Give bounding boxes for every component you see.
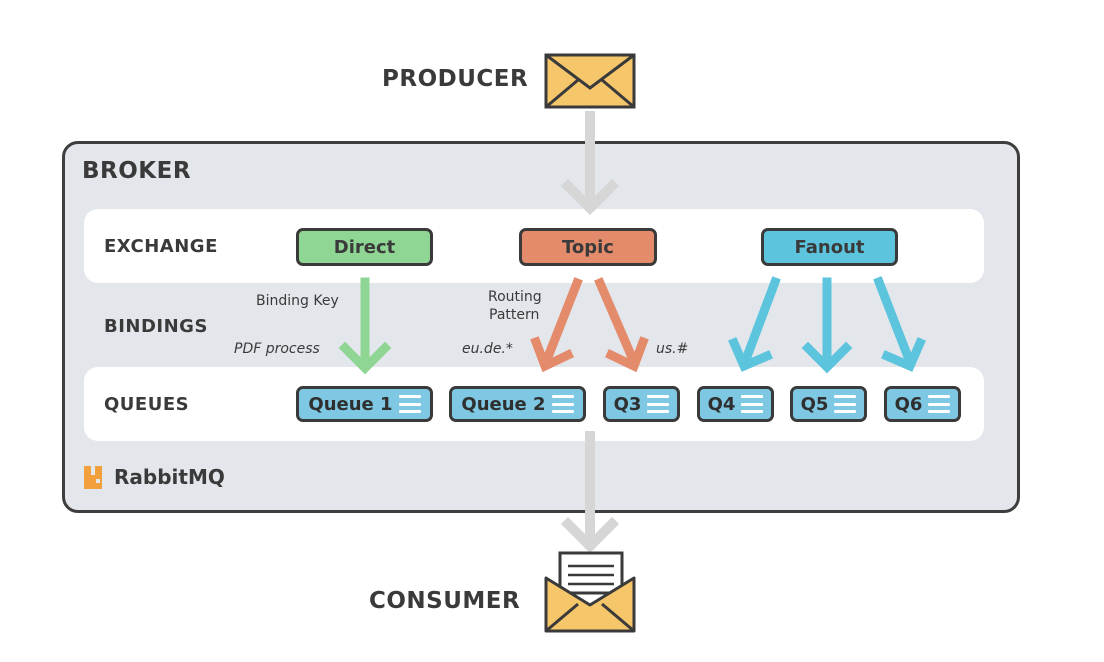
us-pattern-label: us.# xyxy=(656,341,689,357)
queue-lines-icon xyxy=(741,395,764,413)
broker-panel xyxy=(62,141,1020,513)
routing-pattern-label-2: Pattern xyxy=(489,307,540,323)
queue-3-label: Q3 xyxy=(613,393,642,415)
exchange-topic[interactable]: Topic xyxy=(519,228,657,266)
producer-envelope-icon xyxy=(544,53,636,109)
queue-4-label: Q4 xyxy=(707,393,736,415)
queue-2-label: Queue 2 xyxy=(461,393,546,415)
brand-name: RabbitMQ xyxy=(114,465,225,489)
broker-title: BROKER xyxy=(82,158,192,184)
queue-3[interactable]: Q3 xyxy=(603,386,680,422)
pdf-process-label: PDF process xyxy=(234,341,320,357)
routing-pattern-label-1: Routing xyxy=(488,289,542,305)
rabbitmq-logo-icon xyxy=(84,466,102,489)
queue-5[interactable]: Q5 xyxy=(790,386,867,422)
exchange-direct[interactable]: Direct xyxy=(296,228,433,266)
consumer-arrow xyxy=(560,431,620,554)
queue-lines-icon xyxy=(398,395,421,413)
queue-2[interactable]: Queue 2 xyxy=(449,386,586,422)
queue-1[interactable]: Queue 1 xyxy=(296,386,433,422)
queue-lines-icon xyxy=(551,395,574,413)
eu-de-pattern-label: eu.de.* xyxy=(462,341,513,357)
queue-1-label: Queue 1 xyxy=(308,393,393,415)
queue-6[interactable]: Q6 xyxy=(884,386,961,422)
producer-label: PRODUCER xyxy=(382,66,529,92)
exchange-fanout[interactable]: Fanout xyxy=(761,228,898,266)
producer-arrow xyxy=(560,111,620,216)
exchange-row-label: EXCHANGE xyxy=(104,236,218,257)
bindings-row-label: BINDINGS xyxy=(104,316,208,337)
queue-lines-icon xyxy=(647,395,670,413)
consumer-envelope-icon xyxy=(544,551,636,633)
topic-binding-arrows xyxy=(530,277,649,373)
queue-6-label: Q6 xyxy=(894,393,923,415)
direct-binding-arrow xyxy=(338,277,392,375)
queue-lines-icon xyxy=(928,395,951,413)
queue-4[interactable]: Q4 xyxy=(697,386,774,422)
queues-row-label: QUEUES xyxy=(104,394,190,415)
queue-5-label: Q5 xyxy=(800,393,829,415)
queue-lines-icon xyxy=(834,395,857,413)
fanout-binding-arrows xyxy=(728,276,926,374)
binding-key-label: Binding Key xyxy=(256,293,339,309)
consumer-label: CONSUMER xyxy=(369,588,521,614)
